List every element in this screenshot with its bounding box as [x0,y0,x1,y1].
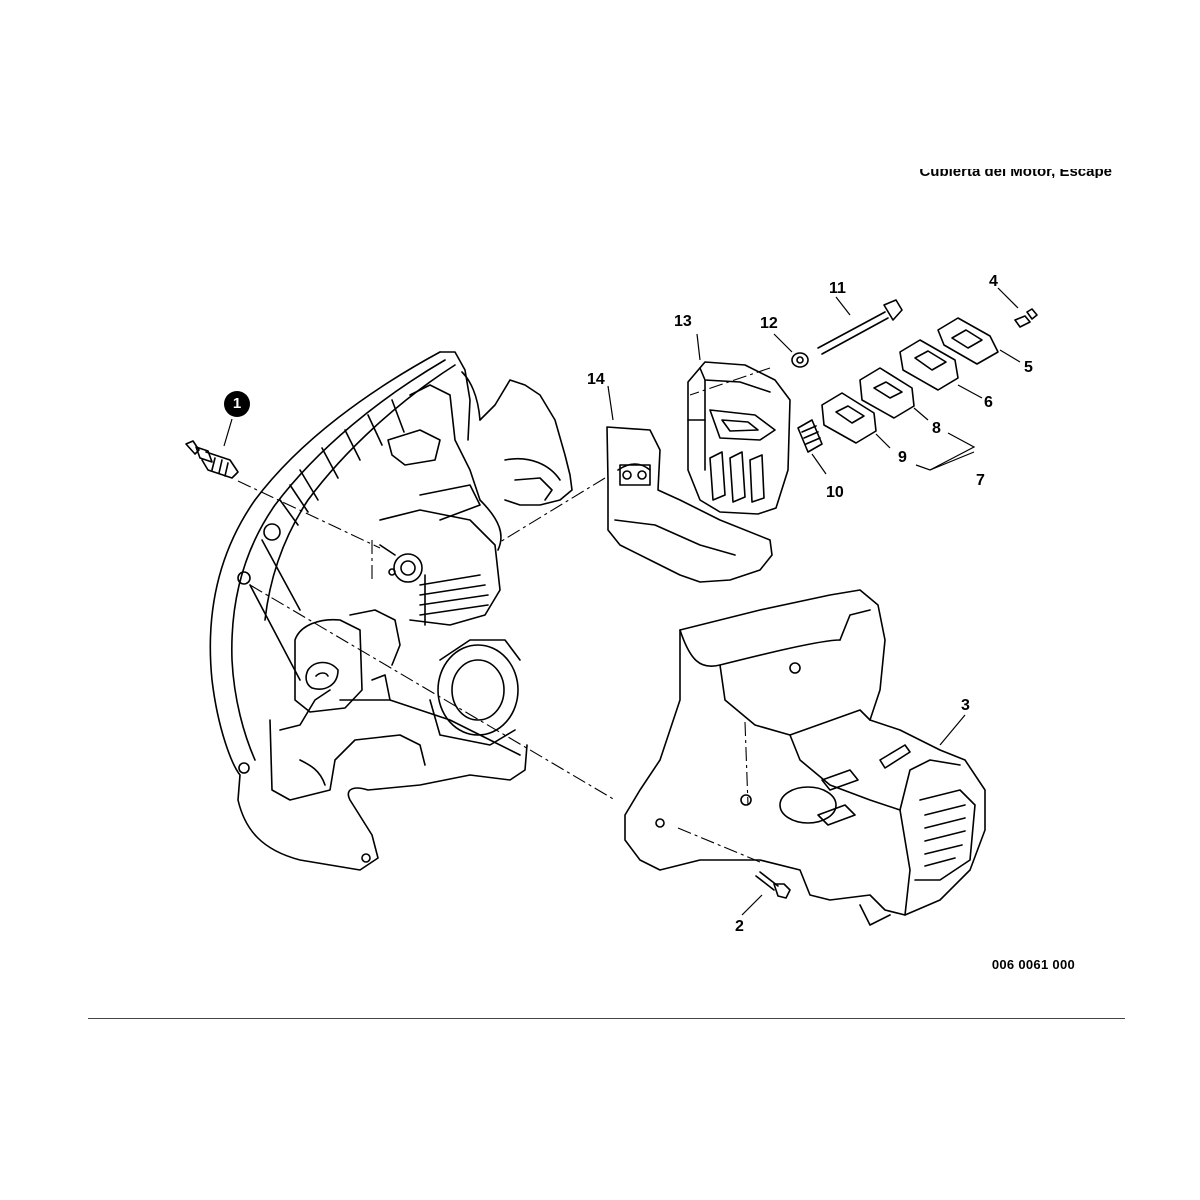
assembly-lines [237,367,771,863]
screw [755,871,791,899]
flange-plate [937,317,999,365]
callout-9: 9 [898,449,907,466]
callout-12: 12 [760,315,778,332]
callout-4: 4 [989,273,998,290]
engine-cover [624,589,986,926]
leader-lines [223,287,1021,916]
callout-1: 1 [224,391,250,417]
callout-3: 3 [961,697,970,714]
small-screw [1014,308,1038,328]
bolt [817,299,903,355]
divider [88,1018,1125,1019]
washer [791,352,809,368]
callout-10: 10 [826,484,844,501]
callout-5: 5 [1024,359,1033,376]
gasket [606,426,773,583]
callout-13: 13 [674,313,692,330]
exhaust-gasket [821,392,877,444]
reference-number: 006 0061 000 [991,957,1075,972]
cooling-plate [859,367,915,419]
page-title: Cubierta del Motor, Escape [919,169,1112,178]
callout-6: 6 [984,394,993,411]
callout-7: 7 [976,472,985,489]
spark-plug [185,440,239,479]
callout-14: 14 [587,371,605,388]
callout-11: 11 [829,280,846,297]
callout-2: 2 [735,918,744,935]
blower-housing [209,351,573,871]
spark-arrester [797,419,823,453]
gasket-plate [899,339,959,391]
callout-8: 8 [932,420,941,437]
muffler [687,361,791,515]
